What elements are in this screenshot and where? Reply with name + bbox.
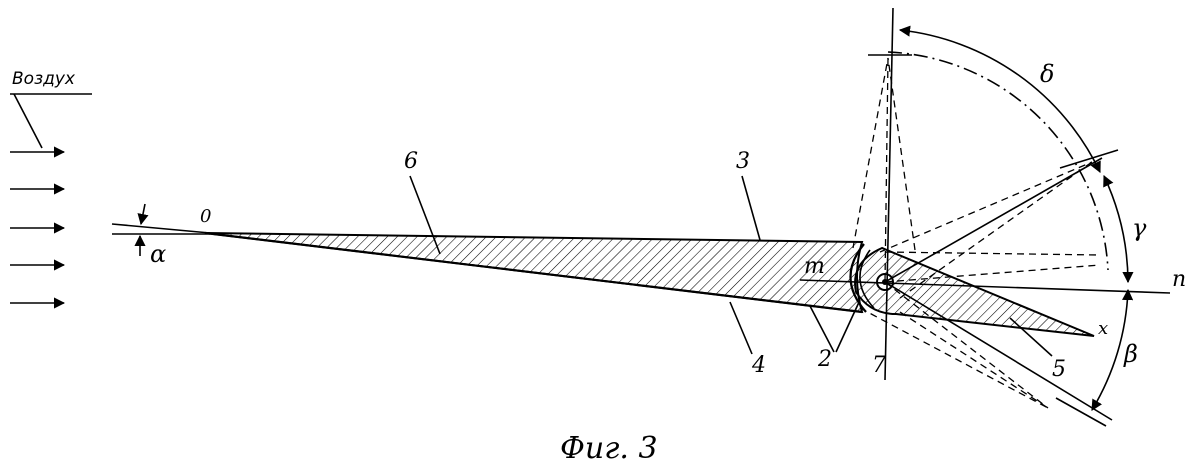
dash-10 (899, 311, 1049, 409)
two-leader-b (835, 299, 861, 353)
main-wing-group (204, 231, 864, 314)
seven-label: 7 (872, 353, 886, 378)
gamma-label: γ (1132, 214, 1147, 242)
beta-label: β (1123, 340, 1138, 368)
two-leader-a (809, 305, 835, 353)
x-label: x (1098, 318, 1108, 339)
alpha-label: α (150, 240, 166, 268)
alpha-ray-upper (111, 223, 211, 234)
wing-lower-edge (204, 231, 863, 314)
three-label: 3 (736, 149, 750, 174)
air-label: Воздух (12, 69, 76, 89)
callouts: 6 3 4 2 5 (404, 149, 1066, 382)
origin-label: 0 (200, 206, 211, 227)
four-leader (729, 301, 753, 355)
dash-5 (899, 161, 1093, 299)
two-label: 2 (817, 347, 832, 372)
dash-7 (884, 251, 1101, 256)
five-leader (1009, 317, 1053, 357)
four-label: 4 (751, 353, 766, 378)
arc-outer (849, 243, 867, 313)
chord-to-gamma-mark (884, 157, 1103, 283)
n-label: n (1172, 267, 1186, 292)
m-label: m (804, 254, 825, 279)
figure-caption: Фиг. 3 (560, 431, 658, 466)
air-leader-line (13, 93, 43, 149)
arc-beta (1091, 288, 1134, 411)
five-label: 5 (1052, 357, 1066, 382)
dashdot-arc (887, 51, 1109, 271)
six-label: 6 (404, 149, 418, 174)
axis-7-vertical (884, 7, 894, 381)
dash-2 (852, 57, 889, 249)
angle-arcs: δ γ β (887, 25, 1147, 411)
alpha-angle-group: α 0 (111, 203, 211, 268)
tick-beta-mark (1055, 397, 1107, 427)
delta-label: δ (1040, 60, 1054, 88)
dash-8 (884, 281, 1049, 409)
flap-body (854, 246, 1095, 337)
chord-to-beta-mark (884, 281, 1113, 421)
dash-1 (884, 57, 889, 283)
three-leader (741, 175, 761, 241)
arc-gamma (1103, 174, 1134, 284)
air-flow-group: Воздух (10, 69, 92, 309)
flap-group (854, 246, 1095, 337)
six-leader (409, 175, 441, 255)
dash-4 (879, 161, 1093, 253)
arc-delta (898, 25, 1101, 174)
alpha-arrow-top (137, 203, 149, 226)
